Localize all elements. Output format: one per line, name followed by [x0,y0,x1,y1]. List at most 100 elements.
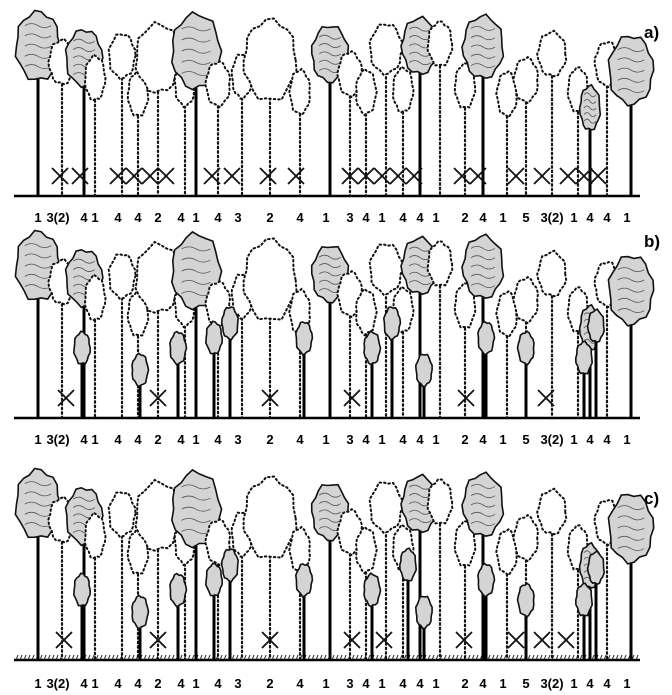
tree-crown-dotted [244,239,297,320]
tree-number-label: 1 [34,432,41,447]
tree-number-label: 2 [461,432,468,447]
tree-numbers-panel-b: 13(2)41442414324134144124153(2)1441 [34,432,630,447]
tree-number-label: 4 [114,432,122,447]
tree-number-label: 4 [362,432,370,447]
tree-number-label: 4 [479,676,487,691]
panel-letter-b: b) [644,232,660,251]
retained-tree [15,11,60,197]
removed-tree [244,477,297,661]
regeneration-tree [132,353,149,418]
removed-tree [370,483,403,661]
tree-number-label: 4 [214,676,222,691]
tree-number-label: 3 [346,210,353,225]
tree-number-label: 2 [461,210,468,225]
tree-crown-dotted [109,34,136,79]
tree-crown [608,257,653,326]
tree-number-label: 4 [416,432,424,447]
tree-number-label: 1 [432,210,439,225]
tree-number-label: 1 [192,676,199,691]
regeneration-tree [478,322,495,418]
tree-crown-dotted [513,57,538,103]
retained-tree [608,37,653,196]
tree-number-label: 4 [416,210,424,225]
tree-crown [384,307,401,340]
tree-number-label: 4 [114,210,122,225]
tree-number-label: 1 [499,432,506,447]
regeneration-tree [478,564,495,660]
regeneration-tree [518,331,535,418]
tree-crown [478,564,495,597]
removed-tree [496,291,517,418]
tree-number-label: 1 [432,676,439,691]
tree-crown [608,495,653,564]
cut-mark-icon [58,390,74,406]
tree-crown-dotted [370,245,403,295]
cut-mark-icon [344,632,360,648]
cut-mark-icon [126,168,142,184]
removed-tree [393,67,414,196]
cut-mark-icon [558,632,574,648]
tree-number-label: 4 [479,432,487,447]
cut-mark-icon [52,168,68,184]
tree-crown-dotted [393,67,414,113]
tree-crown [400,548,416,581]
tree-number-label: 4 [362,210,370,225]
tree-crown [170,574,187,607]
removed-tree [455,63,475,196]
tree-number-label: 1 [432,432,439,447]
tree-crown [588,309,605,342]
cut-mark-icon [224,168,240,184]
tree-crown [462,472,503,536]
tree-number-label: 2 [266,210,273,225]
tree-crown [462,234,503,298]
tree-number-label: 1 [623,432,630,447]
tree-number-label: 2 [266,432,273,447]
retained-tree [580,85,601,196]
tree-crown [74,573,90,605]
cut-mark-icon [374,168,390,184]
tree-number-label: 4 [399,432,407,447]
tree-crown-dotted [205,61,230,107]
tree-number-label: 3(2) [540,676,563,691]
tree-numbers-panel-c: 13(2)41442414324134144124153(2)1441 [34,676,630,691]
cut-mark-icon [72,168,88,184]
tree-crown [206,321,222,353]
cut-mark-icon [344,390,360,406]
regeneration-tree [170,332,187,418]
tree-number-label: 4 [177,432,185,447]
tree-crown [588,551,605,584]
removed-tree [289,289,310,418]
removed-tree [428,241,453,418]
removed-tree [428,21,453,196]
tree-number-label: 1 [570,210,577,225]
tree-number-label: 4 [214,432,222,447]
tree-number-label: 3(2) [540,432,563,447]
tree-number-label: 1 [322,676,329,691]
tree-crown [132,353,149,387]
tree-number-label: 4 [362,676,370,691]
tree-crown [416,354,432,386]
regeneration-tree [222,307,239,418]
regeneration-tree [416,354,432,418]
cut-mark-icon [560,168,576,184]
trees-panel-b [14,231,654,419]
tree-number-label: 4 [80,676,88,691]
tree-number-label: 3 [234,676,241,691]
retained-tree [608,257,653,418]
tree-crown-dotted [109,254,136,299]
cut-mark-icon [110,168,126,184]
removed-tree [337,51,362,196]
tree-crown [222,549,239,582]
removed-tree [128,71,149,196]
regeneration-tree [132,595,149,660]
trees-panel-a [14,11,654,197]
tree-crown-dotted [537,251,566,297]
tree-crown-dotted [244,477,297,558]
tree-number-label: 3 [346,676,353,691]
tree-crown-dotted [428,21,453,65]
tree-crown-dotted [109,492,136,537]
tree-crown-dotted [513,277,538,323]
tree-crown [518,583,535,617]
removed-tree [289,69,310,196]
